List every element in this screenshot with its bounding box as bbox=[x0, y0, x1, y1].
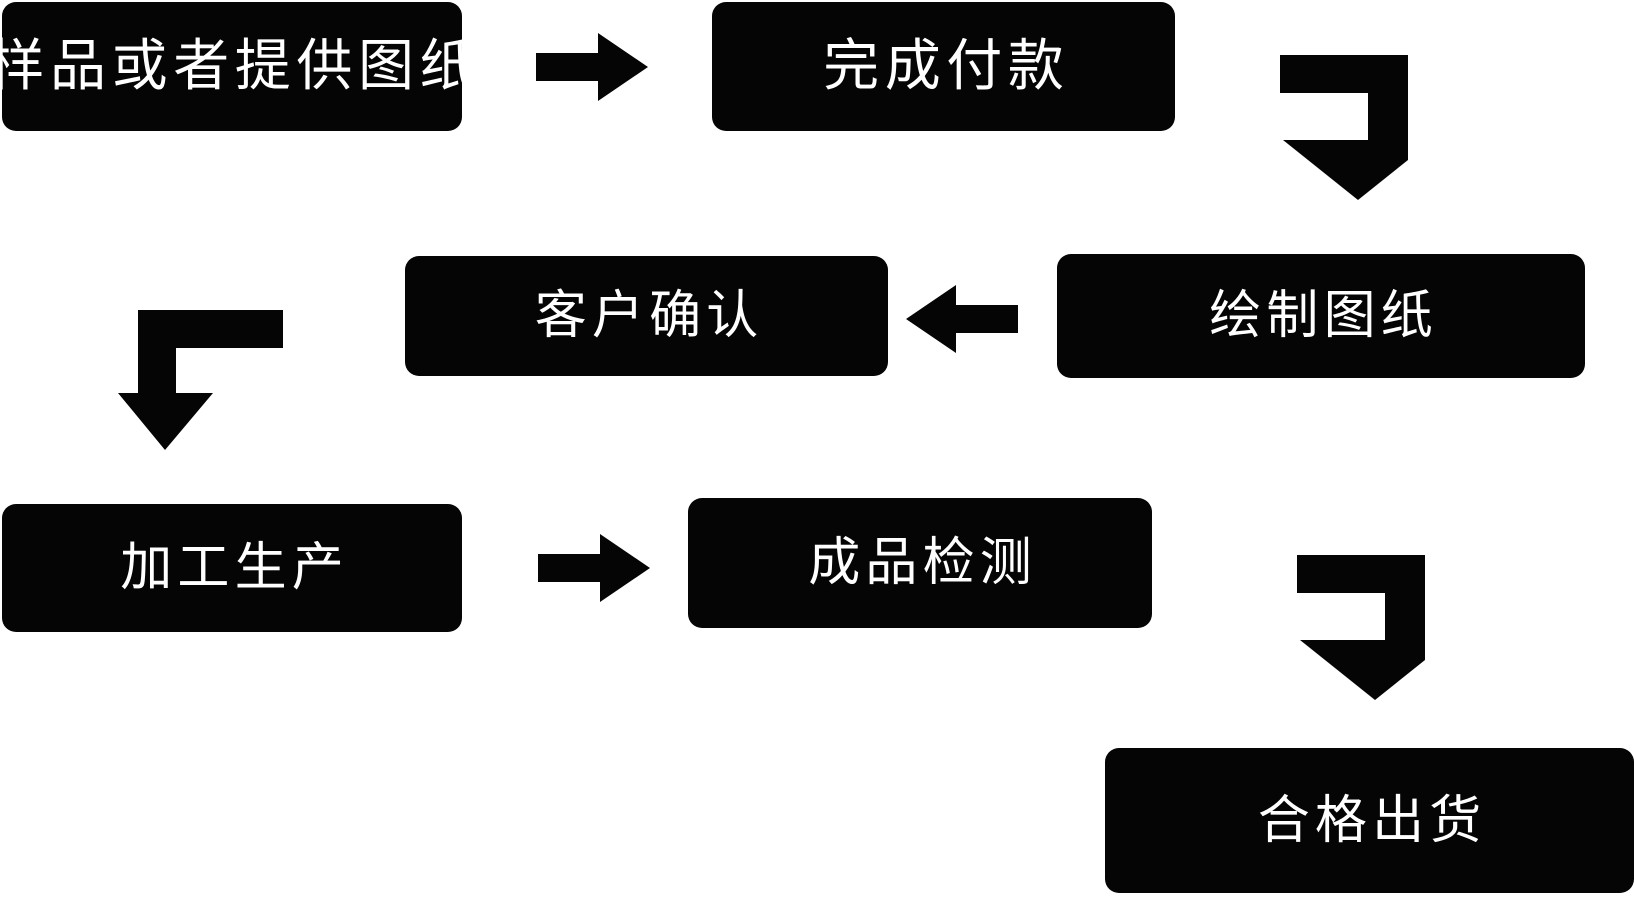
arrow-elbow-right-down-icon bbox=[1245, 540, 1425, 700]
node-customer-confirm[interactable]: 客户确认 bbox=[405, 256, 888, 376]
node-label: 合格出货 bbox=[1257, 790, 1487, 851]
node-draw-drawing[interactable]: 绘制图纸 bbox=[1057, 254, 1585, 378]
arrow-elbow-right-down-icon bbox=[1228, 40, 1408, 200]
node-qualified-shipment[interactable]: 合格出货 bbox=[1105, 748, 1634, 893]
node-label: 加工生产 bbox=[120, 538, 349, 598]
arrow-right-icon bbox=[538, 534, 650, 602]
node-label: 样品或者提供图纸 bbox=[0, 33, 482, 99]
node-sample-or-drawing[interactable]: 样品或者提供图纸 bbox=[0, 2, 476, 131]
node-label: 成品检测 bbox=[808, 533, 1037, 593]
node-label: 客户确认 bbox=[534, 286, 764, 346]
node-finished-product-inspection[interactable]: 成品检测 bbox=[688, 498, 1152, 628]
arrow-elbow-left-down-icon bbox=[118, 295, 283, 450]
node-label: 完成付款 bbox=[823, 33, 1070, 99]
arrow-left-icon bbox=[906, 285, 1018, 353]
arrow-right-icon bbox=[536, 33, 648, 101]
node-complete-payment[interactable]: 完成付款 bbox=[712, 2, 1175, 131]
node-label: 绘制图纸 bbox=[1209, 286, 1438, 346]
node-processing-production[interactable]: 加工生产 bbox=[2, 504, 462, 632]
